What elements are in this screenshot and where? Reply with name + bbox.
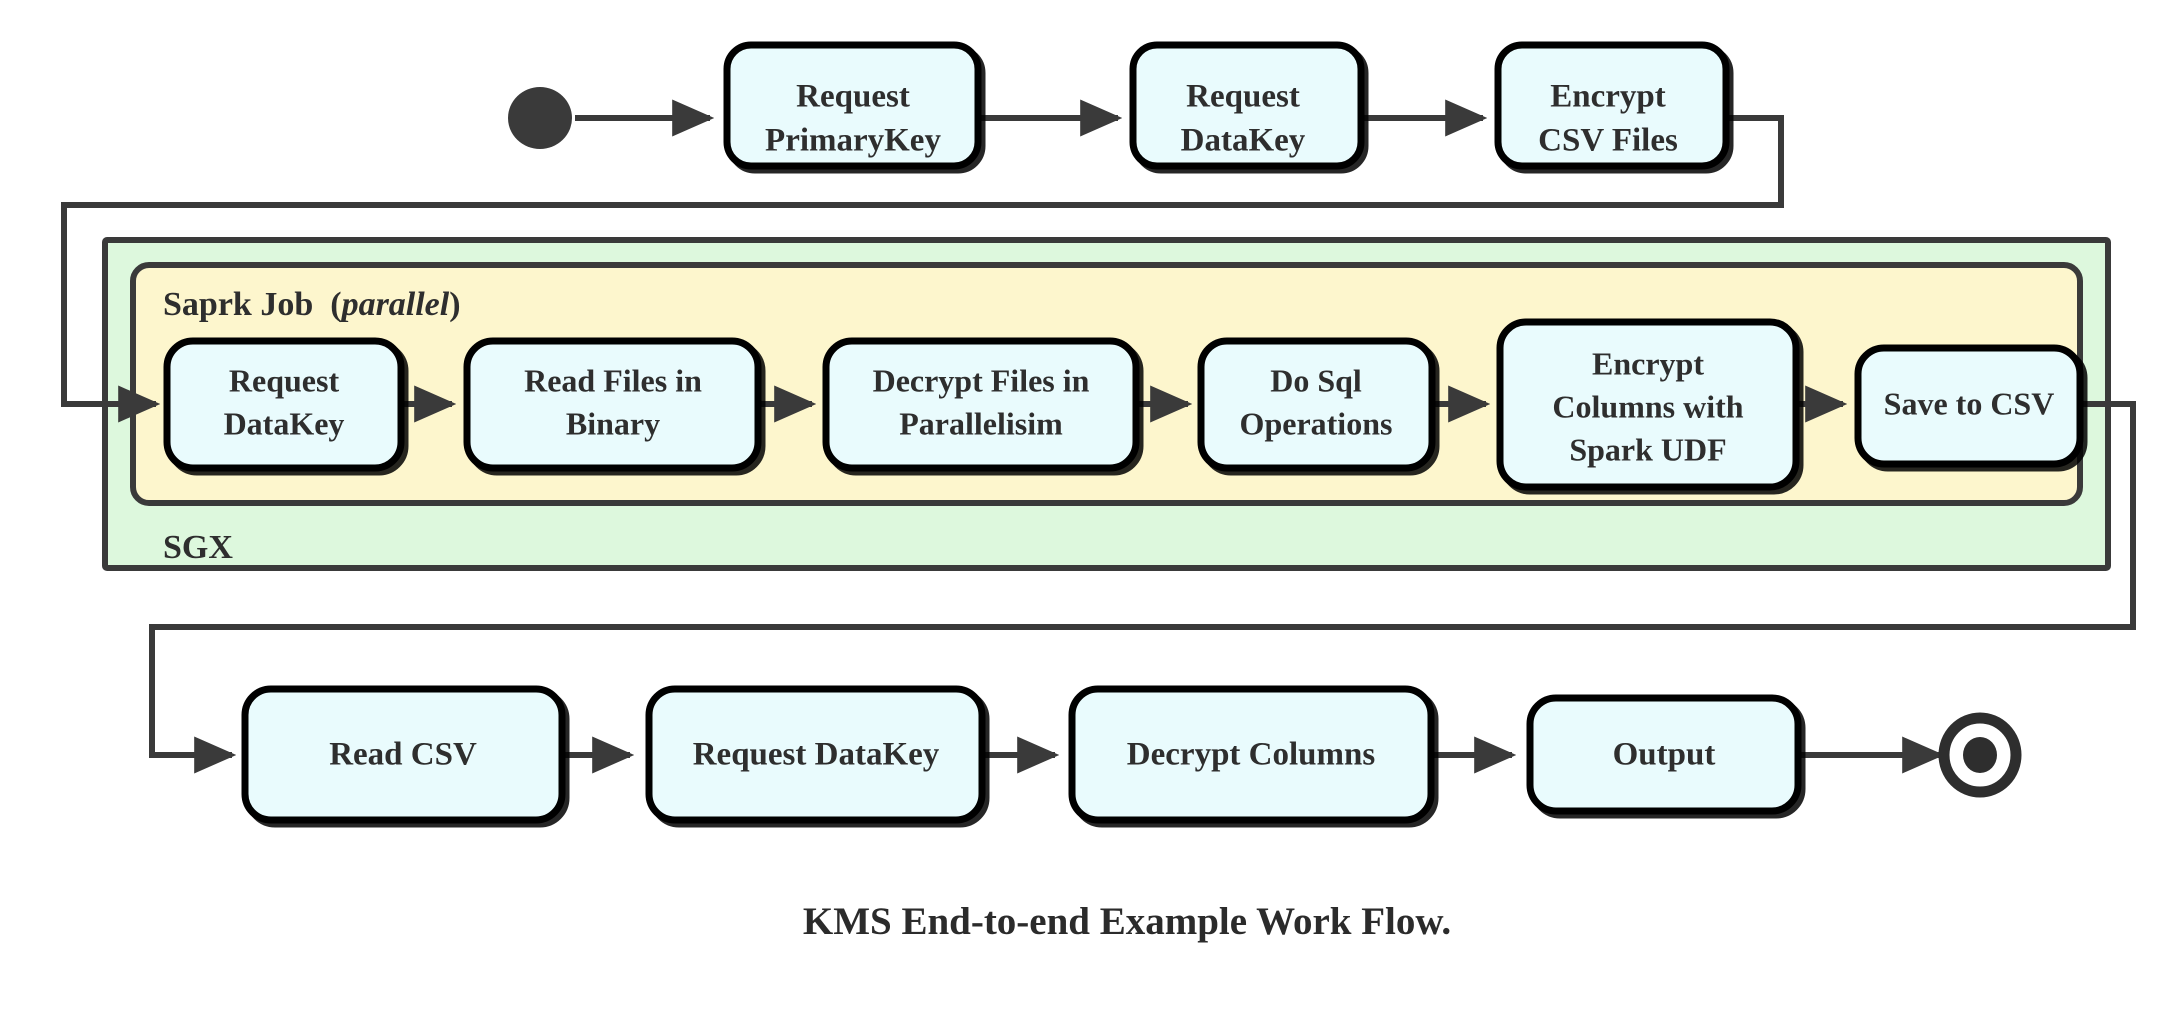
node-request-datakey-spark-line-0: Request — [229, 362, 340, 398]
node-decrypt-columns[interactable]: Decrypt Columns — [1068, 685, 1435, 824]
node-save-to-csv-line-0: Save to CSV — [1884, 385, 2055, 421]
node-encrypt-columns-with-spark-udf[interactable]: Encrypt Columns with Spark UDF — [1496, 318, 1800, 491]
filled-circle-start-node — [508, 87, 572, 149]
node-output[interactable]: Output — [1526, 694, 1802, 815]
node-read-files-in-binary-line-0: Read Files in — [524, 362, 702, 398]
edge-save-to-csv-to-read-csv — [149, 401, 2136, 774]
spark-job-label-paren-open: ( — [330, 286, 341, 323]
node-request-datakey-bottom-line-0: Request DataKey — [693, 737, 940, 773]
node-save-to-csv[interactable]: Save to CSV — [1854, 344, 2084, 468]
node-decrypt-files-in-parallelisim-line-1: Parallelisim — [899, 405, 1063, 441]
spark-job-label-paren-close: ) — [449, 286, 460, 323]
node-decrypt-columns-line-0: Decrypt Columns — [1127, 737, 1376, 773]
node-decrypt-files-in-parallelisim[interactable]: Decrypt Files in Parallelisim — [822, 337, 1140, 472]
diagram-caption: KMS End-to-end Example Work Flow. — [803, 900, 1451, 943]
node-do-sql-operations-line-1: Operations — [1240, 405, 1393, 441]
node-request-datakey-top-line-1: DataKey — [1181, 123, 1306, 159]
spark-job-label-bold: Saprk Job — [163, 286, 313, 323]
donut-end-node — [1938, 712, 2022, 798]
node-request-datakey-bottom[interactable]: Request DataKey — [645, 685, 986, 824]
edge-encrypt-csv-files-to-spark-request-datakey — [61, 115, 1784, 423]
node-request-datakey-top-line-0: Request — [1186, 79, 1300, 115]
node-encrypt-csv-files-line-1: CSV Files — [1538, 123, 1678, 159]
node-do-sql-operations[interactable]: Do Sql Operations — [1197, 337, 1436, 472]
node-output-line-0: Output — [1613, 737, 1716, 773]
node-request-primarykey[interactable]: Request PrimaryKey — [723, 41, 982, 170]
node-read-files-in-binary[interactable]: Read Files in Binary — [463, 337, 762, 472]
node-encrypt-columns-with-spark-udf-line-2: Spark UDF — [1569, 431, 1726, 467]
sgx-container-label: SGX — [163, 529, 233, 566]
edges — [61, 99, 2136, 774]
node-encrypt-csv-files-line-0: Encrypt — [1550, 79, 1666, 115]
node-request-datakey-spark-line-1: DataKey — [224, 405, 345, 441]
node-request-datakey-top[interactable]: Request DataKey — [1129, 41, 1365, 170]
node-request-primarykey-line-1: PrimaryKey — [765, 123, 941, 159]
node-request-datakey-spark[interactable]: Request DataKey — [163, 337, 405, 472]
node-read-csv-line-0: Read CSV — [329, 737, 477, 773]
spark-job-container-label: Saprk Job (parallel) — [163, 286, 461, 323]
node-encrypt-columns-with-spark-udf-line-1: Columns with — [1552, 388, 1743, 424]
node-encrypt-csv-files[interactable]: Encrypt CSV Files — [1494, 41, 1730, 170]
node-do-sql-operations-line-0: Do Sql — [1270, 362, 1362, 398]
node-encrypt-columns-with-spark-udf-line-0: Encrypt — [1592, 345, 1704, 381]
node-decrypt-files-in-parallelisim-line-0: Decrypt Files in — [873, 362, 1090, 398]
node-request-primarykey-line-0: Request — [796, 79, 910, 115]
spark-job-label-italic: parallel — [339, 286, 450, 323]
node-read-files-in-binary-line-1: Binary — [566, 405, 660, 441]
node-read-csv[interactable]: Read CSV — [241, 685, 566, 824]
